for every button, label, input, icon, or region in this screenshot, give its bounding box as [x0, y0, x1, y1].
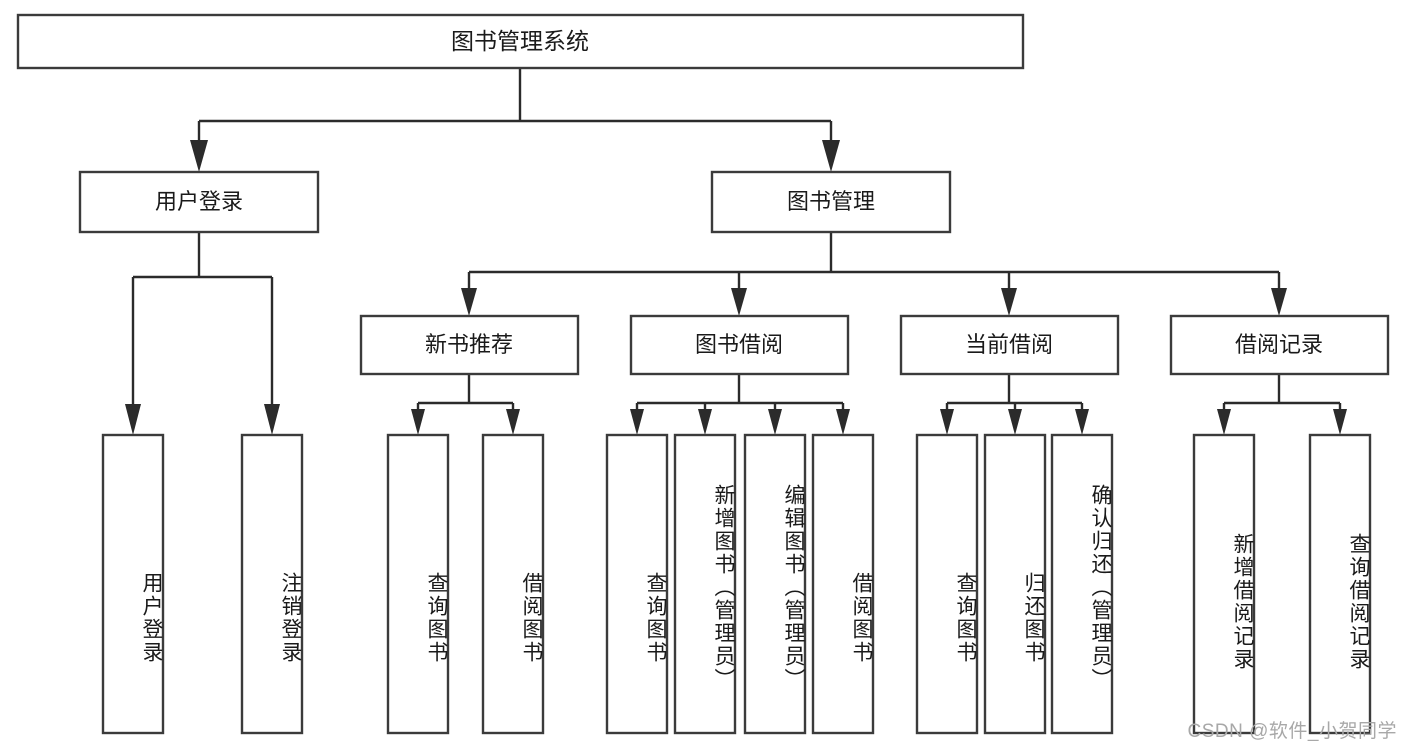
- node-book-manage-label: 图书管理: [787, 189, 875, 214]
- arrowhead-leaf-user-login: [125, 404, 141, 435]
- node-borrow-record[interactable]: 借阅记录: [1169, 314, 1390, 376]
- arrowhead-new-book-recommend: [461, 288, 477, 316]
- node-book-borrow-box[interactable]: [629, 314, 850, 376]
- node-leaf-add-book-box[interactable]: [673, 433, 737, 735]
- node-user-login[interactable]: 用户登录: [78, 170, 320, 234]
- arrowhead-leaf-query-book-3: [940, 409, 954, 435]
- node-leaf-user-login-box[interactable]: [101, 433, 165, 735]
- node-borrow-record-label: 借阅记录: [1235, 332, 1323, 357]
- arrowhead-book-manage: [822, 140, 840, 172]
- leaf-box-group: [101, 433, 1372, 735]
- arrowhead-user-login: [190, 140, 208, 172]
- node-root-box[interactable]: [16, 13, 1025, 70]
- arrowhead-book-borrow: [731, 288, 747, 316]
- arrowhead-leaf-query-record: [1333, 409, 1347, 435]
- arrowhead-leaf-borrow-book-2: [836, 409, 850, 435]
- node-leaf-return-book-box[interactable]: [983, 433, 1047, 735]
- node-user-login-box[interactable]: [78, 170, 320, 234]
- node-leaf-query-book-2-box[interactable]: [605, 433, 669, 735]
- node-book-manage-box[interactable]: [710, 170, 952, 234]
- arrowhead-current-borrow: [1001, 288, 1017, 316]
- connector-group: [125, 68, 1347, 435]
- node-book-manage[interactable]: 图书管理: [710, 170, 952, 234]
- arrowhead-leaf-query-book-1: [411, 409, 425, 435]
- arrowhead-leaf-user-logout: [264, 404, 280, 435]
- node-user-login-label: 用户登录: [155, 189, 243, 214]
- node-borrow-record-box[interactable]: [1169, 314, 1390, 376]
- node-new-book-recommend-label: 新书推荐: [425, 332, 513, 357]
- node-current-borrow-box[interactable]: [899, 314, 1120, 376]
- node-new-book-recommend[interactable]: 新书推荐: [359, 314, 580, 376]
- arrowhead-leaf-add-book: [698, 409, 712, 435]
- node-book-borrow-label: 图书借阅: [695, 332, 783, 357]
- node-leaf-borrow-book-2-box[interactable]: [811, 433, 875, 735]
- arrowhead-leaf-confirm-return: [1075, 409, 1089, 435]
- node-leaf-add-record-box[interactable]: [1192, 433, 1256, 735]
- csdn-watermark: CSDN @软件_小贺同学: [1187, 721, 1397, 742]
- node-current-borrow[interactable]: 当前借阅: [899, 314, 1120, 376]
- arrowhead-leaf-borrow-book-1: [506, 409, 520, 435]
- node-leaf-user-logout-box[interactable]: [240, 433, 304, 735]
- node-leaf-query-book-3-box[interactable]: [915, 433, 979, 735]
- node-leaf-query-book-1-box[interactable]: [386, 433, 450, 735]
- node-leaf-borrow-book-1-box[interactable]: [481, 433, 545, 735]
- node-leaf-edit-book-box[interactable]: [743, 433, 807, 735]
- node-current-borrow-label: 当前借阅: [965, 332, 1053, 357]
- arrowhead-leaf-return-book: [1008, 409, 1022, 435]
- arrowhead-borrow-record: [1271, 288, 1287, 316]
- arrowhead-leaf-query-book-2: [630, 409, 644, 435]
- arrowhead-leaf-add-record: [1217, 409, 1231, 435]
- node-leaf-query-record-box[interactable]: [1308, 433, 1372, 735]
- node-root[interactable]: 图书管理系统: [16, 13, 1025, 70]
- node-root-label: 图书管理系统: [451, 28, 589, 54]
- node-new-book-recommend-box[interactable]: [359, 314, 580, 376]
- arrowhead-leaf-edit-book: [768, 409, 782, 435]
- node-leaf-confirm-return-box[interactable]: [1050, 433, 1114, 735]
- node-book-borrow[interactable]: 图书借阅: [629, 314, 850, 376]
